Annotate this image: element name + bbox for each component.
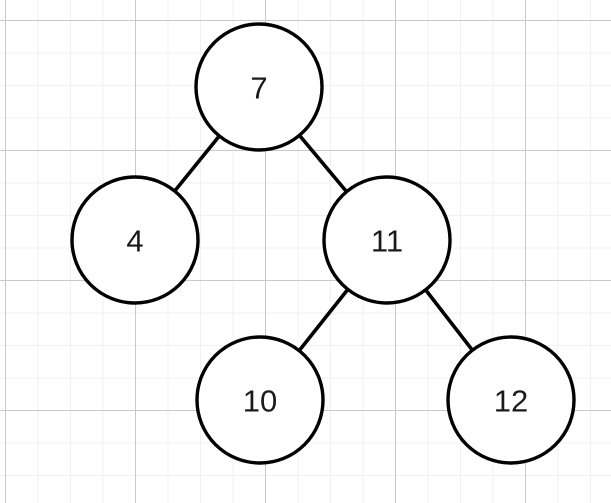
node-label-12: 12 [494,384,528,419]
tree-node-7[interactable]: 7 [194,22,324,152]
node-circle-7[interactable] [194,22,324,152]
node-circle-4[interactable] [70,175,200,305]
node-circle-11[interactable] [322,175,452,305]
node-circle-10[interactable] [195,335,325,465]
node-circle-12[interactable] [446,335,576,465]
tree-node-11[interactable]: 11 [322,175,452,305]
tree-node-12[interactable]: 12 [446,335,576,465]
node-label-11: 11 [371,224,403,259]
node-label-7: 7 [250,71,267,106]
tree-node-4[interactable]: 4 [70,175,200,305]
tree-node-10[interactable]: 10 [195,335,325,465]
node-label-4: 4 [126,224,143,259]
node-layer: 7 4 11 10 12 [70,22,576,465]
node-label-10: 10 [243,384,277,419]
